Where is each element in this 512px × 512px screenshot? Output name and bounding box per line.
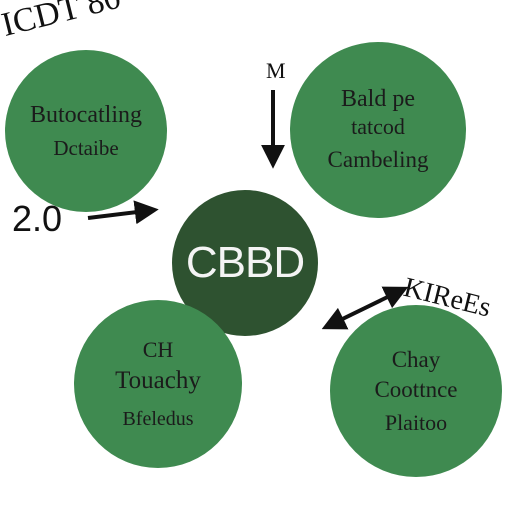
node-center-title: CBBD	[185, 237, 305, 287]
node-top-left-line2: Dctaibe	[53, 135, 119, 160]
node-bottom-left-line3: Bfeledus	[122, 407, 194, 430]
node-bottom-right-line3: Plaitoo	[384, 409, 448, 435]
node-top-right: Bald pe tatcod Cambeling	[290, 42, 466, 218]
node-top-right-line3: Cambeling	[327, 147, 429, 173]
arrow-left-to-center	[87, 200, 159, 225]
node-top-left: Butocatling Dctaibe	[5, 50, 167, 212]
node-top-right-line2: tatcod	[351, 113, 405, 139]
node-bottom-right: Chay Coottnce Plaitoo	[330, 305, 502, 477]
node-top-left-line1: Butocatling	[30, 102, 142, 129]
arrow-bidirectional-right	[321, 286, 409, 330]
node-bottom-left: CH Touachy Bfeledus	[74, 300, 242, 468]
node-bottom-left-line1: CH	[142, 337, 174, 363]
node-bottom-left-line2: Touachy	[115, 366, 201, 394]
node-bottom-right-line1: Chay	[391, 346, 441, 372]
node-bottom-right-line2: Coottnce	[374, 377, 458, 403]
node-top-right-line1: Bald pe	[341, 86, 415, 113]
label-top-mid: M	[266, 58, 286, 83]
